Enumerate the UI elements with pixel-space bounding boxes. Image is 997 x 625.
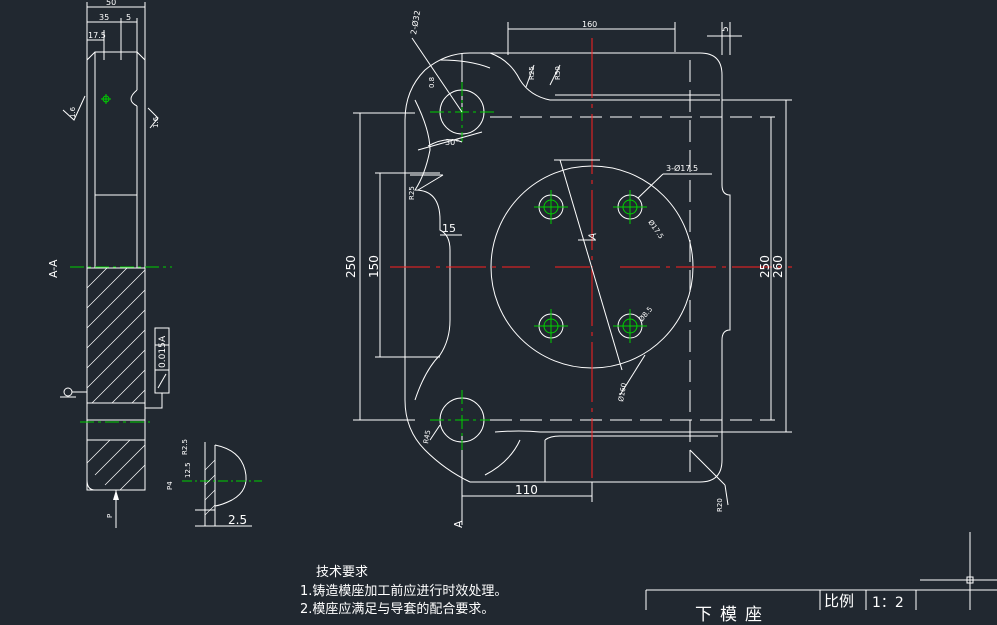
dim-r25-top: R25 [528,66,536,80]
tech-requirements-line1: 1.铸造模座加工前应进行时效处理。 [300,584,508,599]
titleblock-ratio-value: 1：2 [872,595,904,611]
dim-0-8: 0.8 [428,77,436,88]
section-mark-a-bottom: A [452,520,465,528]
dim-15: 15 [442,222,456,235]
dim-3xphi17-5: 3-Ø17.5 [666,163,698,173]
roughness-symbol-left: 1.6 [62,95,86,121]
pressure-arrow: P [106,490,119,528]
tech-requirements-title: 技术要求 [316,565,369,580]
tech-requirements-line2: 2.模座应满足与导套的配合要求。 [300,602,495,617]
svg-text:12.5: 12.5 [184,462,192,478]
dim-110: 110 [515,483,538,497]
tolerance-frame: A 0.015 [145,327,170,409]
dim-17-5: 17.5 [88,31,106,40]
dim-phi8-5: Ø8.5 [637,305,654,323]
dim-150: 150 [367,255,381,278]
dim-phi17-5: Ø17.5 [646,219,665,241]
dim-2xphi32: 2-Ø32 [408,10,422,36]
svg-text:P4: P4 [166,481,174,490]
dim-35: 35 [99,13,109,22]
svg-text:1.6: 1.6 [69,106,77,118]
svg-text:A: A [158,335,168,342]
title-block [645,589,997,610]
dim-phi160: Ø160 [617,382,628,402]
target-marker-icon [101,94,111,104]
datum-symbol [60,387,87,398]
svg-text:P: P [106,514,114,518]
side-view: 50 35 5 17.5 [47,0,262,528]
cad-drawing-canvas[interactable]: 50 35 5 17.5 [0,0,997,610]
dim-r45: R45 [422,429,432,444]
hole-bottom-left [534,309,568,343]
svg-text:0.015: 0.015 [158,342,168,368]
hole-bottom-right [613,309,647,343]
cad-crosshair-cursor [920,532,997,610]
section-mark-a: A [587,232,599,241]
dim-r20: R20 [716,498,724,512]
hole-top-right [613,190,647,224]
dim-160: 160 [582,20,597,29]
detail-view: 12.5 R2.5 P4 2.5 [166,439,262,527]
titleblock-ratio-label: 比例 [824,592,855,610]
dim-250-left: 250 [344,255,358,278]
dim-30deg: 30° [445,138,459,147]
roughness-symbol-right: 1.6 [147,107,160,129]
dim-r50: R50 [554,66,562,80]
dim-r25-left: R25 [408,186,416,200]
hole-top-left [534,190,568,224]
dim-5-top: 5 [721,26,731,32]
dim-250-right: 250 [758,255,772,278]
dim-5: 5 [126,13,131,22]
dim-2-5: 2.5 [228,513,247,527]
titleblock-part-name: 下模座 [695,605,770,625]
front-view: A 160 5 2-Ø32 0.8 R25 R50 3-Ø17.5 30° R2… [344,10,792,528]
outline-main [470,52,731,483]
svg-text:R2.5: R2.5 [181,439,189,455]
dim-260: 260 [771,255,785,278]
dim-50: 50 [106,0,116,7]
section-label-aa: A-A [47,259,60,278]
svg-text:1.6: 1.6 [152,116,160,128]
hatch-section [86,267,146,491]
